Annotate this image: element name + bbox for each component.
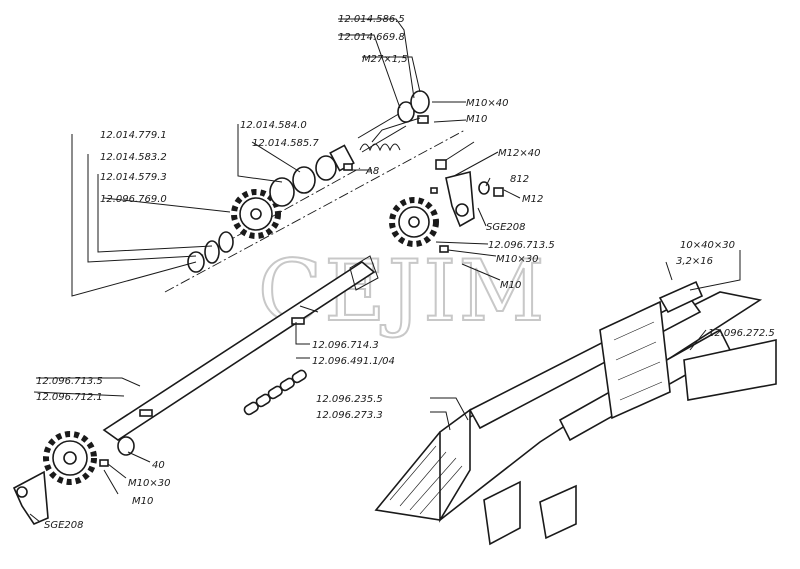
label-12-014-669-8: 12.014.669.8 bbox=[338, 32, 405, 43]
label-12-096-491-1-04: 12.096.491.1/04 bbox=[312, 356, 395, 367]
sprocket-upper bbox=[231, 189, 281, 239]
spacer-ring-2 bbox=[204, 240, 220, 264]
bolt-m12x40 bbox=[435, 159, 447, 170]
part-labels: 12.014.586.5 12.014.669.8 M27×1,5 M10×40… bbox=[36, 14, 775, 531]
assembly-axis-line bbox=[164, 129, 466, 293]
bolt-m10x40 bbox=[417, 115, 429, 124]
upper-shaft-assembly bbox=[164, 90, 466, 293]
label-12-096-713-5-lower: 12.096.713.5 bbox=[36, 376, 103, 387]
label-812: 812 bbox=[510, 174, 529, 185]
label-12-014-584-0: 12.014.584.0 bbox=[240, 120, 307, 131]
frame-side-plate bbox=[599, 300, 671, 420]
label-12-014-579-3: 12.014.579.3 bbox=[100, 172, 167, 183]
watermark: CEJIM bbox=[258, 242, 546, 340]
idler-sprocket-upper bbox=[389, 197, 449, 253]
washer-40 bbox=[117, 436, 135, 456]
label-12-096-273-3: 12.096.273.3 bbox=[316, 410, 383, 421]
bolt-m10x30-upper bbox=[439, 245, 449, 253]
frame-leg-rear bbox=[539, 484, 577, 540]
nut-m12 bbox=[493, 187, 504, 197]
label-m10x30-upper: M10×30 bbox=[496, 254, 538, 265]
label-sge208-upper: SGE208 bbox=[486, 222, 526, 233]
label-12-014-779-1: 12.014.779.1 bbox=[100, 130, 167, 141]
label-40: 40 bbox=[152, 460, 165, 471]
leader-lines bbox=[29, 18, 741, 523]
frame-assembly bbox=[374, 280, 777, 546]
drive-shaft bbox=[102, 255, 379, 441]
lower-bracket bbox=[12, 470, 49, 525]
label-m10x30-lower: M10×30 bbox=[128, 478, 170, 489]
label-m10-lower: M10 bbox=[132, 496, 153, 507]
label-12-014-583-2: 12.014.583.2 bbox=[100, 152, 167, 163]
label-12-096-272-5: 12.096.272.5 bbox=[708, 328, 775, 339]
label-12-096-713-5-upper: 12.096.713.5 bbox=[488, 240, 555, 251]
label-m10-upper: M10 bbox=[500, 280, 521, 291]
label-12-014-586-5: 12.014.586.5 bbox=[338, 14, 405, 25]
label-m12: M12 bbox=[522, 194, 543, 205]
label-10x40x30: 10×40×30 bbox=[680, 240, 735, 251]
small-pin bbox=[430, 187, 438, 194]
tensioner-bracket bbox=[430, 159, 504, 228]
label-3-2x16: 3,2×16 bbox=[676, 256, 713, 267]
frame-cross-beam bbox=[683, 339, 777, 401]
clutch-half-2 bbox=[292, 166, 316, 194]
key bbox=[139, 409, 153, 417]
spring bbox=[357, 111, 407, 153]
label-a8: A8 bbox=[365, 166, 379, 177]
bolt-m10x30-lower bbox=[99, 459, 109, 467]
label-12-096-714-3: 12.096.714.3 bbox=[312, 340, 379, 351]
roller-chain bbox=[243, 369, 307, 416]
label-m10-top: M10 bbox=[466, 114, 487, 125]
frame-end-plate bbox=[439, 408, 471, 523]
clutch-half-1 bbox=[269, 177, 295, 207]
pin-a8 bbox=[343, 163, 353, 171]
frame-leg-front bbox=[483, 480, 521, 546]
label-12-014-585-7: 12.014.585.7 bbox=[252, 138, 319, 149]
lower-sprocket bbox=[43, 431, 97, 485]
clutch-half-3 bbox=[315, 155, 337, 181]
bushing bbox=[218, 231, 234, 253]
label-sge208-lower: SGE208 bbox=[44, 520, 84, 531]
label-m27x1-5: M27×1,5 bbox=[362, 54, 408, 65]
label-12-096-769-0: 12.096.769.0 bbox=[100, 194, 167, 205]
label-m12x40: M12×40 bbox=[498, 148, 540, 159]
label-m10x40: M10×40 bbox=[466, 98, 508, 109]
lower-sprocket-assembly bbox=[12, 431, 135, 525]
key-2 bbox=[291, 317, 305, 325]
label-12-096-235-5: 12.096.235.5 bbox=[316, 394, 383, 405]
label-12-096-712-1: 12.096.712.1 bbox=[36, 392, 103, 403]
